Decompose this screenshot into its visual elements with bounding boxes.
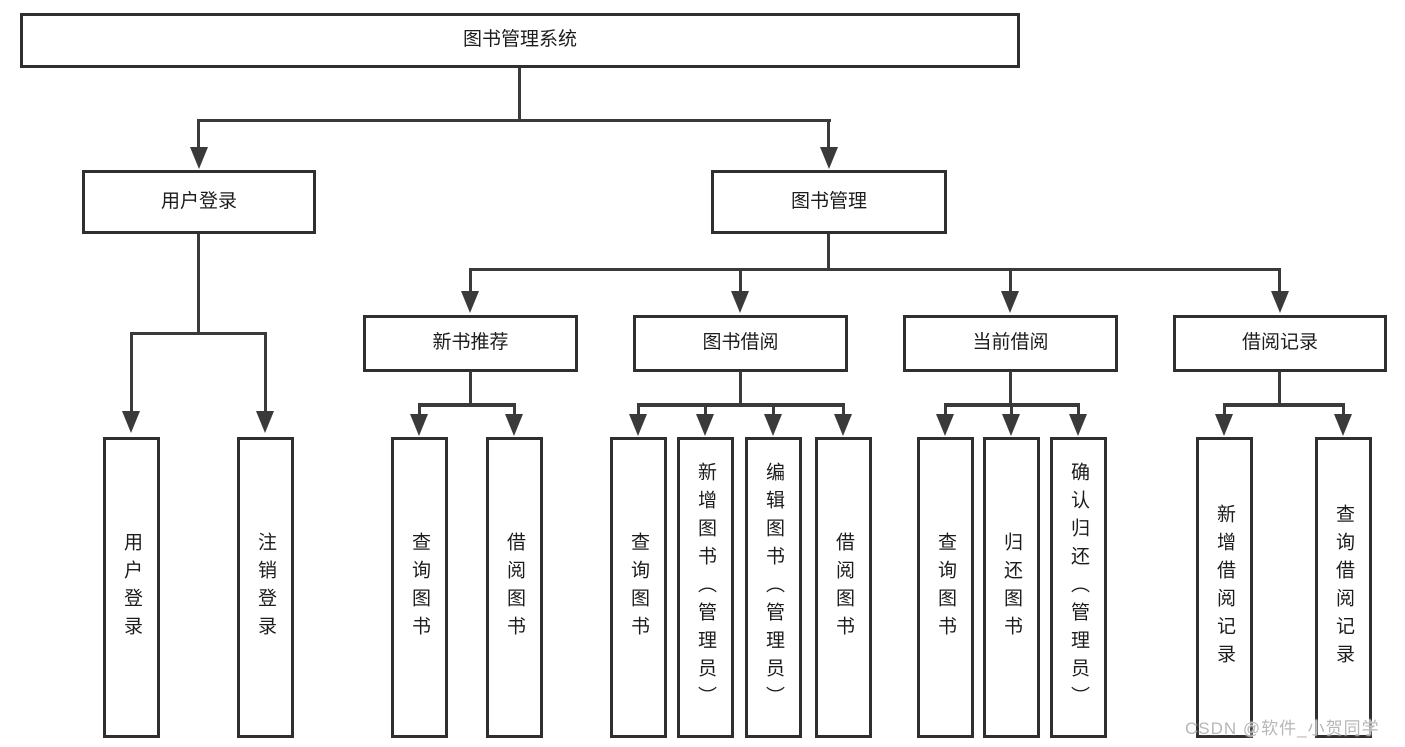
connector-line: [130, 332, 267, 335]
arrow-down-icon: [764, 414, 782, 436]
arrow-down-icon: [122, 411, 140, 433]
node-label: 图书管理: [790, 190, 867, 212]
connector-line: [418, 405, 421, 418]
connector-line: [1223, 403, 1345, 407]
leaf-label: 新增图书（管理员）: [695, 461, 716, 714]
node-new-book-recommendation: 新书推荐: [363, 315, 578, 372]
connector-line: [130, 332, 133, 414]
arrow-down-icon: [256, 411, 274, 433]
leaf-cb-return-books: 归还图书: [983, 437, 1040, 738]
leaf-cb-query-books: 查询图书: [917, 437, 974, 738]
connector-line: [637, 405, 640, 418]
node-label: 新书推荐: [432, 332, 509, 354]
arrow-down-icon: [1069, 414, 1087, 436]
connector-line: [1010, 405, 1013, 418]
arrow-down-icon: [1271, 291, 1289, 313]
connector-line: [739, 268, 742, 295]
connector-line: [264, 332, 267, 414]
leaf-user-login: 用户登录: [103, 437, 160, 738]
arrow-down-icon: [1334, 414, 1352, 436]
arrow-down-icon: [461, 291, 479, 313]
node-current-borrowing: 当前借阅: [903, 315, 1118, 372]
connector-line: [704, 405, 707, 418]
connector-line: [1009, 268, 1012, 295]
connector-line: [1278, 371, 1281, 406]
connector-line: [1342, 405, 1345, 418]
leaf-br-query-borrow-record: 查询借阅记录: [1315, 437, 1372, 738]
leaf-label: 借阅图书: [833, 531, 854, 644]
node-book-borrowing: 图书借阅: [633, 315, 848, 372]
arrow-down-icon: [820, 147, 838, 169]
node-book-management: 图书管理: [711, 170, 947, 234]
leaf-label: 查询借阅记录: [1333, 503, 1354, 672]
leaf-nb-borrow-books: 借阅图书: [486, 437, 543, 738]
arrow-down-icon: [1002, 414, 1020, 436]
connector-line: [469, 371, 472, 406]
leaf-bb-edit-book-admin: 编辑图书（管理员）: [745, 437, 802, 738]
leaf-label: 编辑图书（管理员）: [763, 461, 784, 714]
arrow-down-icon: [190, 147, 208, 169]
node-label: 图书借阅: [702, 332, 779, 354]
connector-line: [197, 119, 200, 149]
arrow-down-icon: [696, 414, 714, 436]
leaf-cb-confirm-return-admin: 确认归还（管理员）: [1050, 437, 1107, 738]
arrow-down-icon: [410, 414, 428, 436]
leaf-nb-query-books: 查询图书: [391, 437, 448, 738]
connector-line: [518, 68, 521, 122]
connector-line: [1278, 268, 1281, 295]
leaf-label: 查询图书: [935, 531, 956, 644]
leaf-label: 查询图书: [409, 531, 430, 644]
arrow-down-icon: [834, 414, 852, 436]
node-library-management-system: 图书管理系统: [20, 13, 1020, 68]
arrow-down-icon: [629, 414, 647, 436]
connector-line: [1077, 405, 1080, 418]
arrow-down-icon: [505, 414, 523, 436]
connector-line: [842, 405, 845, 418]
connector-line: [469, 268, 1281, 271]
connector-line: [1009, 371, 1012, 406]
arrow-down-icon: [936, 414, 954, 436]
connector-line: [772, 405, 775, 418]
leaf-logout: 注销登录: [237, 437, 294, 738]
leaf-label: 归还图书: [1001, 531, 1022, 644]
leaf-br-add-borrow-record: 新增借阅记录: [1196, 437, 1253, 738]
node-label: 当前借阅: [972, 332, 1049, 354]
leaf-label: 用户登录: [121, 531, 142, 644]
watermark: CSDN @软件_小贺同学: [1185, 719, 1380, 738]
connector-line: [739, 371, 742, 406]
leaf-bb-query-books: 查询图书: [610, 437, 667, 738]
leaf-label: 查询图书: [628, 531, 649, 644]
leaf-label: 新增借阅记录: [1214, 503, 1235, 672]
connector-line: [944, 405, 947, 418]
connector-line: [513, 405, 516, 418]
node-borrowing-records: 借阅记录: [1173, 315, 1387, 372]
node-user-login: 用户登录: [82, 170, 316, 234]
arrow-down-icon: [731, 291, 749, 313]
leaf-bb-borrow-books: 借阅图书: [815, 437, 872, 738]
arrow-down-icon: [1001, 291, 1019, 313]
node-label: 图书管理系统: [462, 29, 577, 51]
connector-line: [827, 119, 830, 149]
connector-line: [1223, 405, 1226, 418]
connector-line: [197, 234, 200, 335]
arrow-down-icon: [1215, 414, 1233, 436]
connector-line: [469, 268, 472, 295]
leaf-label: 确认归还（管理员）: [1068, 461, 1089, 714]
node-label: 借阅记录: [1241, 332, 1318, 354]
node-label: 用户登录: [160, 190, 237, 212]
leaf-label: 注销登录: [255, 531, 276, 644]
connector-line: [197, 119, 831, 122]
leaf-bb-add-book-admin: 新增图书（管理员）: [677, 437, 734, 738]
connector-line: [827, 234, 830, 271]
connector-line: [418, 403, 516, 407]
connector-line: [637, 403, 845, 407]
leaf-label: 借阅图书: [504, 531, 525, 644]
